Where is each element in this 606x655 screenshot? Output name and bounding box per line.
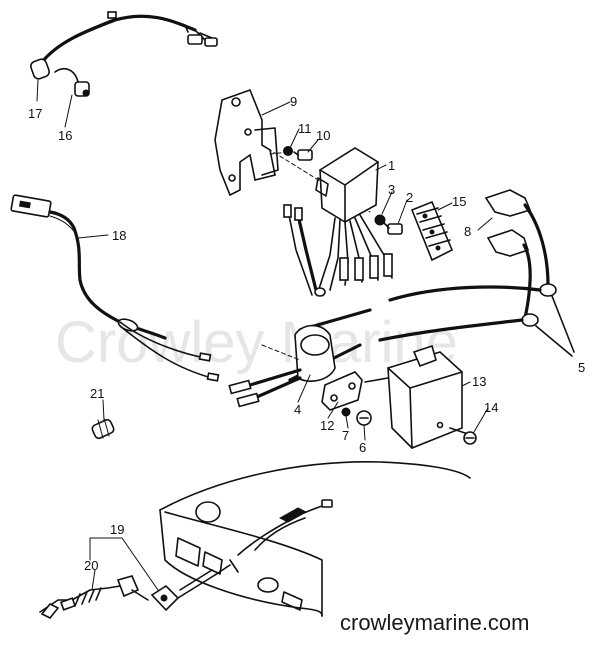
callout-8: 8: [464, 224, 471, 239]
callout-20: 20: [84, 558, 98, 573]
leader-lines: [36, 79, 493, 591]
part-15-terminal-block: [410, 200, 454, 262]
callout-10: 10: [316, 128, 330, 143]
bottom-cowling: [159, 461, 471, 617]
callout-7: 7: [342, 428, 349, 443]
callout-4: 4: [294, 402, 301, 417]
part-3-washer: [374, 214, 386, 226]
part-18-harness: [10, 194, 220, 382]
callout-3: 3: [388, 182, 395, 197]
callout-13: 13: [472, 374, 486, 389]
cowling-wire: [237, 499, 333, 556]
part-12-bracket: [321, 371, 363, 411]
part-9-bracket: [214, 88, 279, 197]
callout-labels: 17 16 9 11 10 1 3 2 15 8 18 5 13 21 4 14…: [28, 94, 585, 573]
part-7-washer: [341, 407, 351, 417]
callout-2: 2: [406, 190, 413, 205]
callout-15: 15: [452, 194, 466, 209]
part-21-fuse: [91, 417, 115, 440]
watermark-bottom: crowleymarine.com: [340, 610, 530, 635]
callout-18: 18: [112, 228, 126, 243]
part-20-spring-assembly: [39, 575, 149, 620]
part-11-washer: [283, 146, 293, 156]
part-14-screw: [449, 427, 477, 445]
part-17-sensor-lead: [30, 11, 218, 80]
callout-5: 5: [578, 360, 585, 375]
callout-17: 17: [28, 106, 42, 121]
part-2-bolt: [383, 222, 403, 235]
callout-11: 11: [298, 121, 312, 136]
part-10-bolt: [293, 149, 313, 161]
leader-dash-2: [269, 151, 291, 155]
part-8-plug-caps: [484, 189, 550, 320]
callout-6: 6: [359, 440, 366, 455]
callout-21: 21: [90, 386, 104, 401]
callout-14: 14: [484, 400, 498, 415]
part-5-grommets: [378, 283, 575, 357]
callout-16: 16: [58, 128, 72, 143]
part-6-screw: [356, 410, 372, 426]
callout-12: 12: [320, 418, 334, 433]
callout-9: 9: [290, 94, 297, 109]
part-13-cover: [364, 344, 463, 449]
callout-19: 19: [110, 522, 124, 537]
part-16-switch: [54, 68, 90, 97]
part-19-starter-switch: [150, 564, 231, 612]
callout-1: 1: [388, 158, 395, 173]
part-4-ignition-coil: [228, 308, 372, 408]
part-1-cdi-unit: [315, 147, 379, 223]
cdi-wires: [283, 204, 393, 297]
